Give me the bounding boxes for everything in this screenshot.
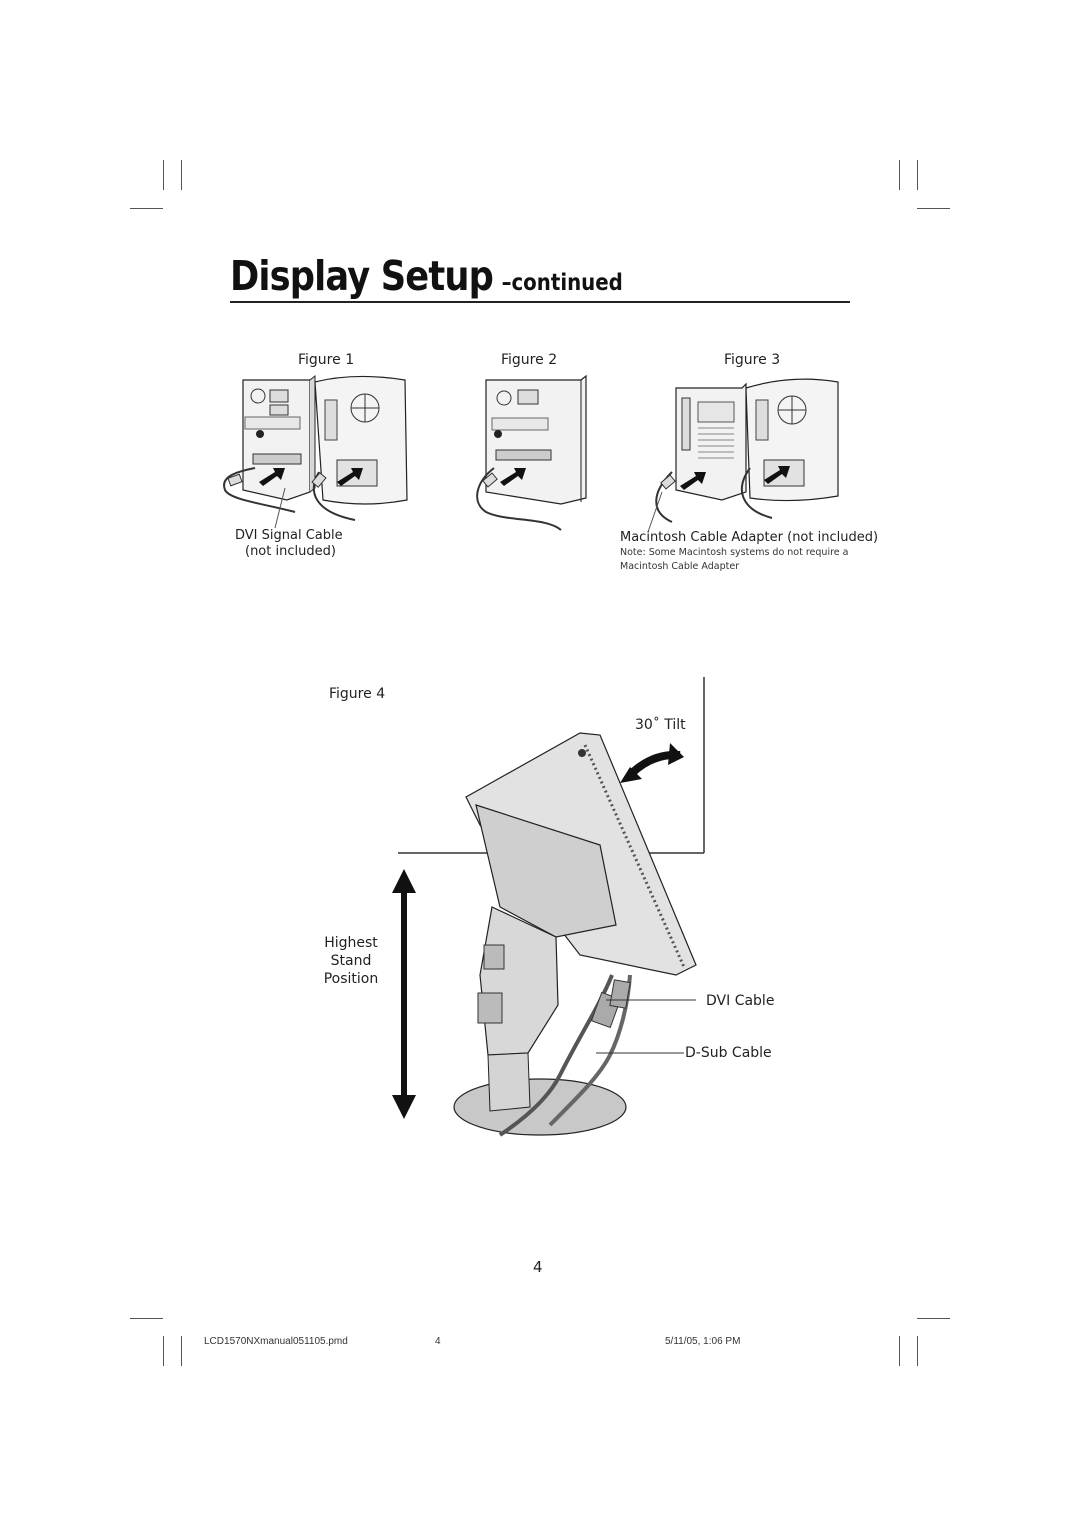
crop-mark <box>181 160 182 190</box>
figure-3-note-line1: Note: Some Macintosh systems do not requ… <box>620 547 849 558</box>
page-number: 4 <box>533 1258 543 1276</box>
figure-1-illustration <box>223 374 408 529</box>
crop-mark <box>163 160 164 190</box>
footer-timestamp: 5/11/05, 1:06 PM <box>665 1336 741 1347</box>
crop-mark <box>130 208 163 209</box>
crop-mark <box>163 1336 164 1366</box>
figure-1-caption: DVI Signal Cable (not included) <box>235 528 343 560</box>
figure-1-caption-line2: (not included) <box>245 544 336 559</box>
tilt-label: 30˚ Tilt <box>635 717 686 733</box>
footer-page: 4 <box>435 1336 441 1347</box>
crop-mark <box>917 160 918 190</box>
page-title-text: Display Setup <box>230 252 494 300</box>
dsub-cable-label: D-Sub Cable <box>685 1045 772 1061</box>
dvi-cable-label: DVI Cable <box>706 993 775 1009</box>
title-rule <box>230 301 850 303</box>
figure-3-note-line2: Macintosh Cable Adapter <box>620 561 740 572</box>
figure-4-illustration <box>392 677 705 1137</box>
crop-mark <box>899 160 900 190</box>
stand-label-line1: Highest <box>324 935 378 951</box>
stand-position-label: Highest Stand Position <box>318 934 384 988</box>
crop-mark <box>917 1336 918 1366</box>
figure-3-note: Note: Some Macintosh systems do not requ… <box>620 546 848 574</box>
figure-3-label: Figure 3 <box>724 352 781 368</box>
figure-1-caption-line1: DVI Signal Cable <box>235 528 343 543</box>
footer-filename: LCD1570NXmanual051105.pmd <box>204 1336 348 1347</box>
figure-4-label: Figure 4 <box>329 686 386 702</box>
figure-1-label: Figure 1 <box>298 352 355 368</box>
crop-mark <box>917 1318 950 1319</box>
figure-2-label: Figure 2 <box>501 352 558 368</box>
crop-mark <box>917 208 950 209</box>
stand-label-line2: Stand <box>330 953 372 969</box>
crop-mark <box>130 1318 163 1319</box>
stand-label-line3: Position <box>323 971 379 987</box>
crop-mark <box>181 1336 182 1366</box>
page-title: Display Setup –continued <box>230 252 623 300</box>
crop-mark <box>899 1336 900 1366</box>
figure-3-illustration <box>647 378 839 533</box>
figure-3-caption: Macintosh Cable Adapter (not included) <box>620 530 879 545</box>
page-title-suffix: –continued <box>501 270 623 296</box>
figure-2-illustration <box>476 374 587 531</box>
